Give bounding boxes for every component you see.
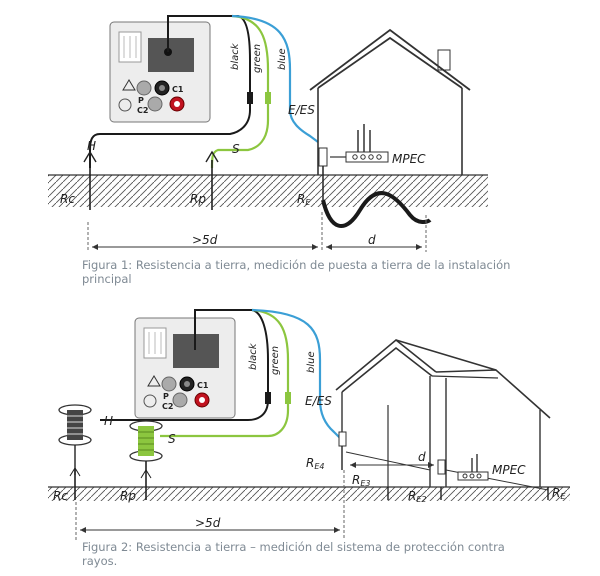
label-re2: RE2 [408,489,427,504]
probe-h [83,150,97,210]
label-green-2: green [270,346,281,375]
label-s: S [232,142,240,156]
mpec-bar-2 [457,454,489,481]
cable-reel-h [58,404,92,500]
label-dist-far-2: >5d [195,516,221,530]
settings-icon-2 [143,394,157,408]
warning-icon-2 [147,375,161,387]
label-mpec: MPEC [392,152,426,166]
figure-1-caption-line-2: principal [82,272,132,286]
label-dist-near-2: d [418,450,426,464]
earth-electrode-re [318,147,432,228]
label-green: green [252,44,263,73]
label-ees-2: E/ES [305,394,332,408]
figure-1-caption-line-1: Figura 1: Resistencia a tierra, medición… [82,258,511,272]
label-re4: RE4 [306,456,325,471]
test-point-re2 [437,459,446,475]
label-rc-2: Rc [53,489,68,503]
figure-2-caption: Figura 2: Resistencia a tierra – medició… [82,540,505,568]
meter-p-label-2: P [163,392,169,401]
ground-hatch-2 [48,487,570,501]
cable-reel-s [129,420,163,500]
label-h-2: H [104,414,113,428]
figure-1: C1 P C2 black green blue H S [48,14,488,252]
ground-hatch [48,175,488,207]
label-ees: E/ES [288,103,315,117]
meter-instrument-2: C1 P C2 [134,317,236,419]
label-s-2: S [168,432,176,446]
label-mpec-2: MPEC [492,463,526,477]
label-re: RE [297,192,311,207]
label-rc: Rc [60,192,75,206]
terminal-gray-1 [136,80,152,96]
meter-c1-label-2: C1 [197,381,209,390]
mpec-bar [330,124,389,163]
figure-2: C1 P C2 black green blue [48,308,570,540]
terminal-gray-3 [161,376,177,392]
terminal-gray-2 [147,96,163,112]
cable-blue-2 [251,308,341,439]
probe-s [205,150,219,210]
label-black: black [230,42,241,70]
figure-1-caption: Figura 1: Resistencia a tierra, medición… [82,258,510,286]
figure-2-caption-line-2: rayos. [82,554,118,568]
warning-icon [122,79,136,91]
cable-black-2 [100,309,269,421]
meter-c2-label-2: C2 [162,402,173,411]
label-re-2: RE [552,486,566,501]
cable-blue [231,14,319,143]
meter-c2-label: C2 [137,106,148,115]
figure-2-caption-line-1: Figura 2: Resistencia a tierra – medició… [82,540,505,554]
label-rp-2: Rp [120,489,136,503]
label-rp: Rp [190,192,206,206]
terminal-gray-4 [172,392,188,408]
meter-p-label: P [138,96,144,105]
label-blue: blue [277,48,288,70]
cable-green [210,14,270,169]
meter-c1-label: C1 [172,85,184,94]
house [309,28,471,175]
lightning-protected-building [335,338,551,491]
settings-icon [118,98,132,112]
label-dist-far: >5d [192,233,218,247]
label-dist-near: d [368,233,376,247]
meter-instrument: C1 P C2 [109,21,211,123]
label-blue-2: blue [306,351,317,373]
cable-black [89,15,251,168]
label-h: H [87,139,96,153]
test-point-re4 [338,431,347,447]
label-black-2: black [248,342,259,370]
cable-green-2 [160,308,290,438]
label-re3: RE3 [352,473,371,488]
